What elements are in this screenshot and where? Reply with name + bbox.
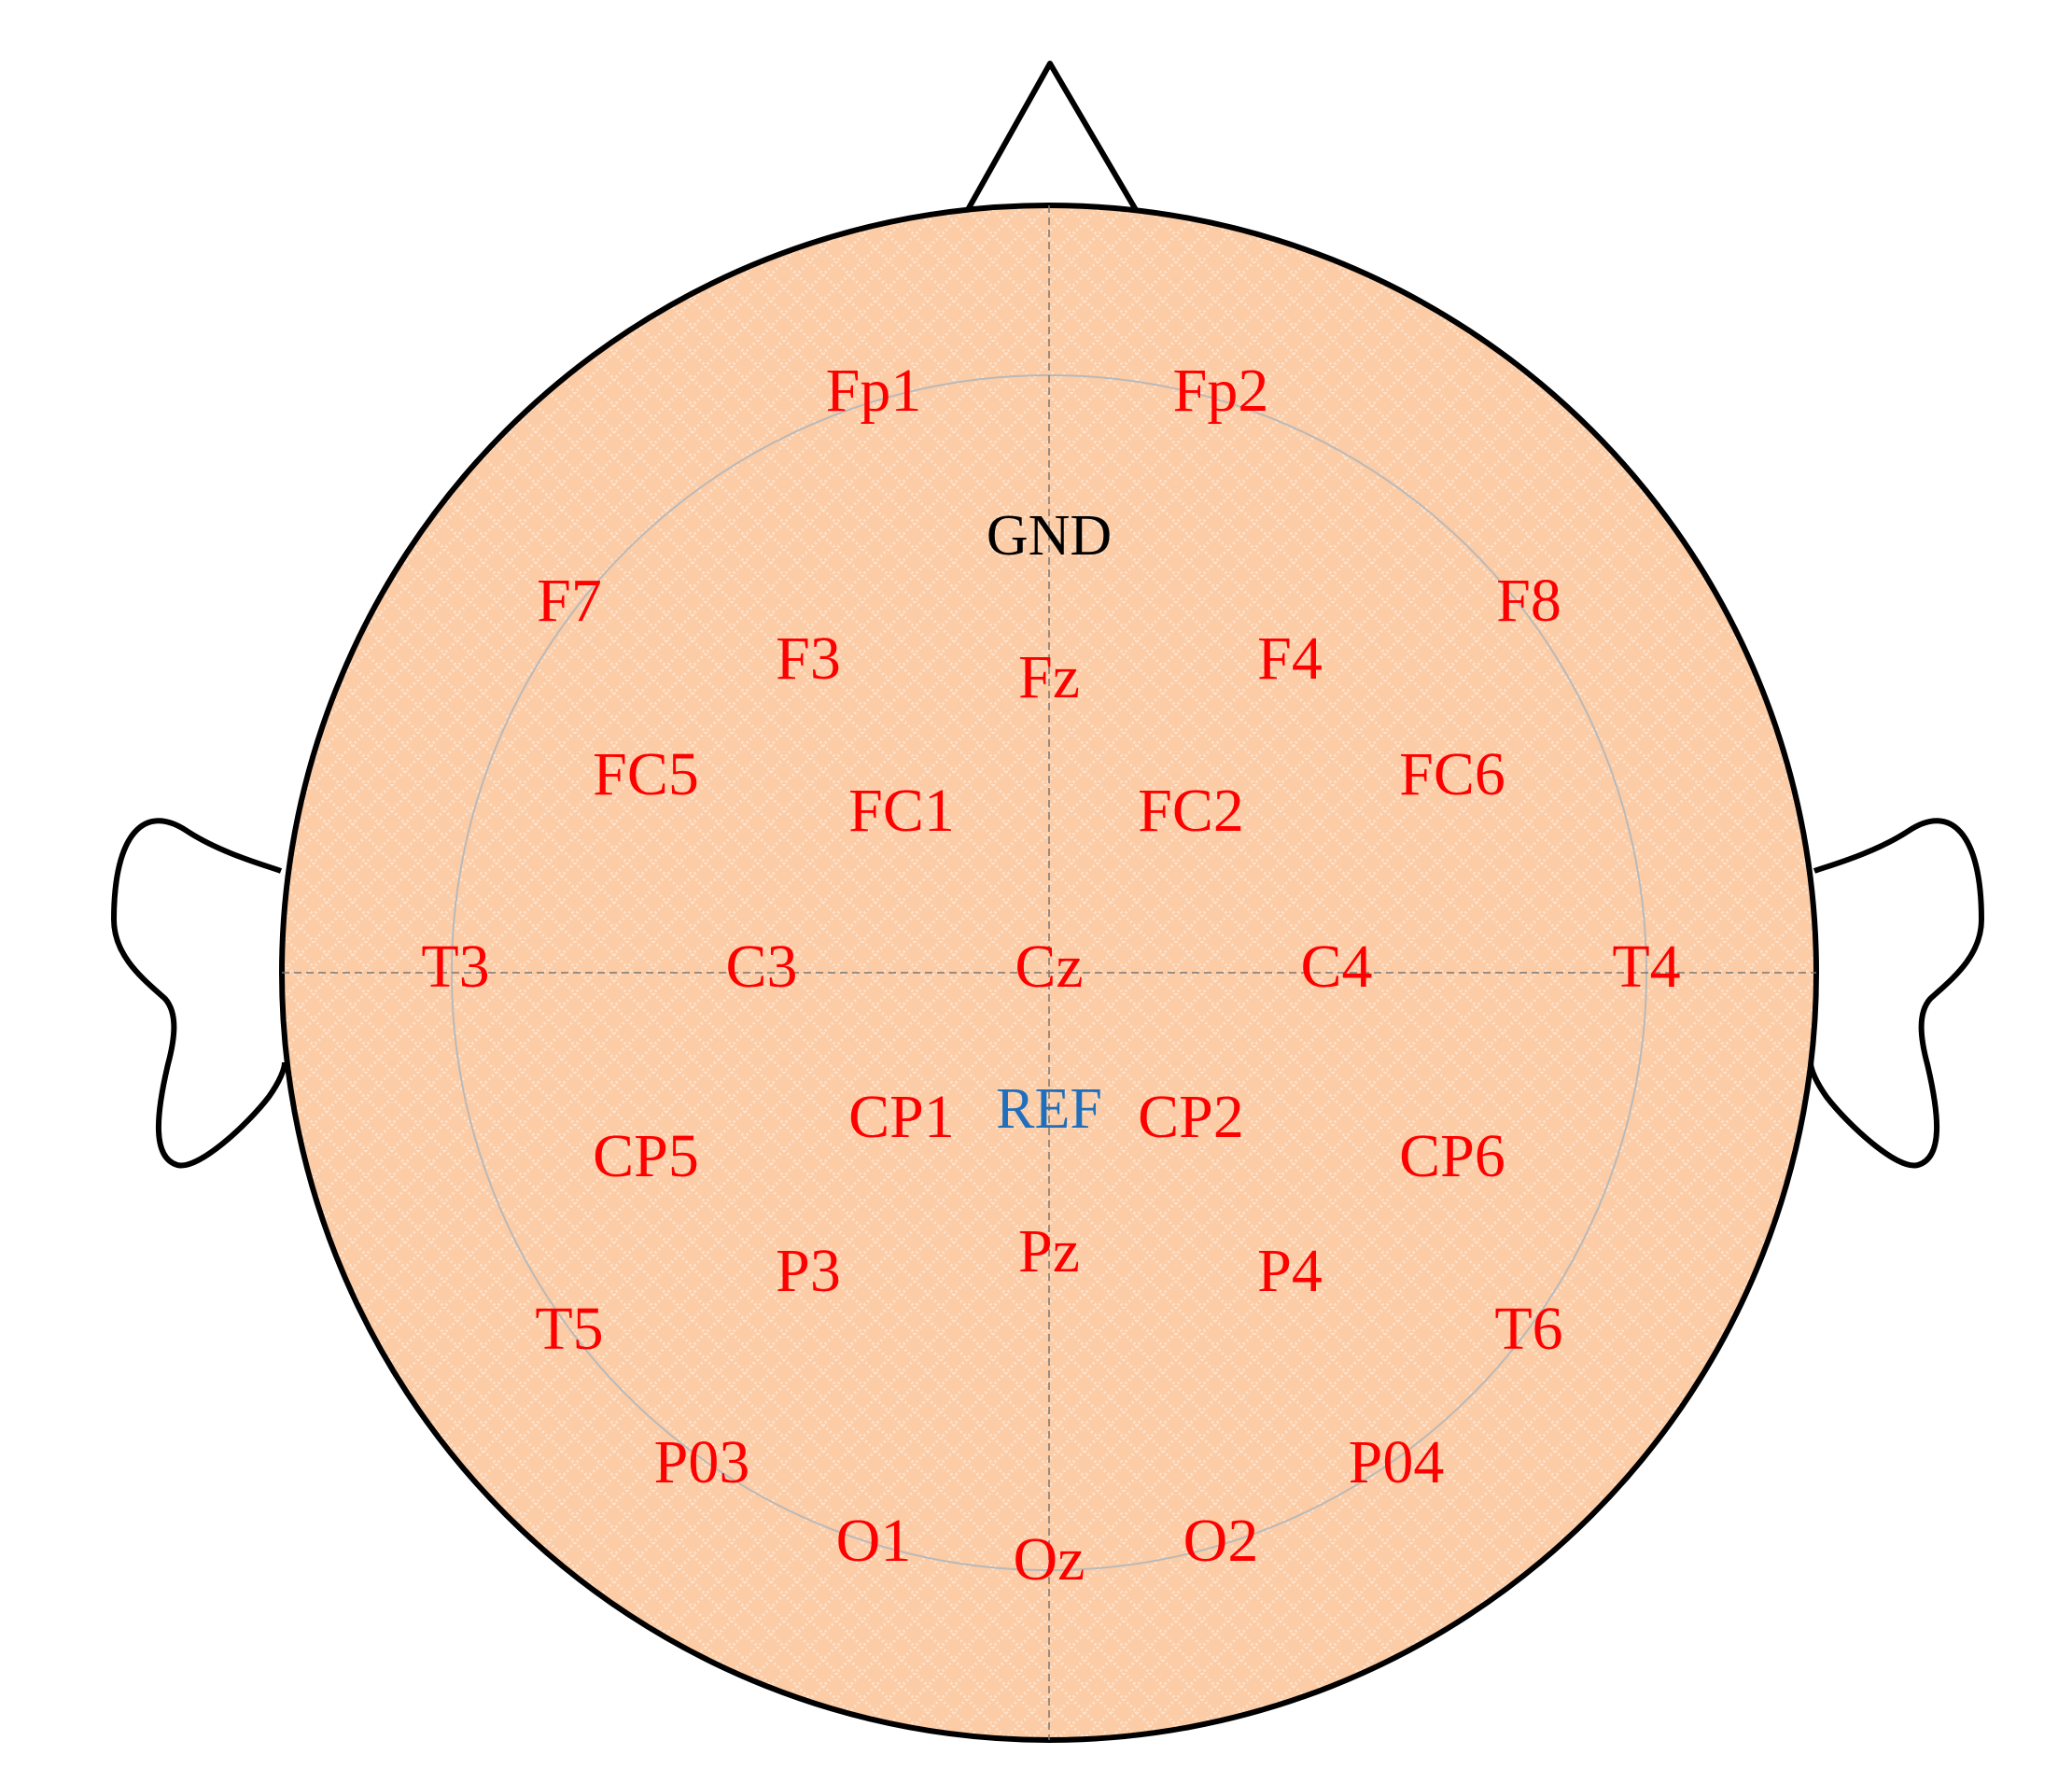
electrode-label-fc5: FC5 bbox=[593, 740, 699, 808]
nose-outline bbox=[962, 61, 1141, 217]
electrode-label-t5: T5 bbox=[535, 1295, 603, 1363]
electrode-label-c3: C3 bbox=[725, 933, 797, 1001]
electrode-label-po3: P03 bbox=[654, 1428, 750, 1496]
electrode-label-c4: C4 bbox=[1300, 933, 1372, 1001]
electrode-label-f3: F3 bbox=[776, 625, 841, 693]
electrode-label-t4: T4 bbox=[1612, 933, 1680, 1001]
electrode-label-po4: P04 bbox=[1349, 1428, 1445, 1496]
electrode-label-oz: Oz bbox=[1014, 1525, 1085, 1593]
electrode-label-f7: F7 bbox=[537, 567, 602, 635]
left-ear-outline bbox=[110, 818, 287, 1169]
electrode-label-p3: P3 bbox=[776, 1237, 841, 1305]
electrode-label-fp1: Fp1 bbox=[826, 357, 922, 425]
electrode-label-fp2: Fp2 bbox=[1173, 357, 1269, 425]
electrode-label-cp1: CP1 bbox=[848, 1083, 955, 1151]
electrode-label-o2: O2 bbox=[1183, 1507, 1259, 1575]
right-ear-outline bbox=[1808, 818, 1985, 1169]
electrode-label-t6: T6 bbox=[1494, 1295, 1562, 1363]
electrode-label-cp2: CP2 bbox=[1138, 1083, 1244, 1151]
electrode-label-fz: Fz bbox=[1018, 643, 1080, 711]
electrode-label-fc2: FC2 bbox=[1138, 777, 1244, 845]
electrode-label-f8: F8 bbox=[1496, 567, 1561, 635]
electrode-label-p4: P4 bbox=[1257, 1237, 1323, 1305]
electrode-label-f4: F4 bbox=[1257, 625, 1323, 693]
electrode-label-fc1: FC1 bbox=[848, 777, 955, 845]
reference-label: REF bbox=[996, 1077, 1102, 1141]
electrode-label-t3: T3 bbox=[421, 933, 489, 1001]
electrode-label-fc6: FC6 bbox=[1399, 740, 1505, 808]
electrode-label-pz: Pz bbox=[1018, 1217, 1080, 1285]
electrode-label-cp5: CP5 bbox=[593, 1122, 699, 1190]
electrode-label-cz: Cz bbox=[1015, 933, 1083, 1001]
electrode-label-o1: O1 bbox=[836, 1507, 912, 1575]
ground-label: GND bbox=[987, 504, 1112, 568]
electrode-label-cp6: CP6 bbox=[1399, 1122, 1505, 1190]
